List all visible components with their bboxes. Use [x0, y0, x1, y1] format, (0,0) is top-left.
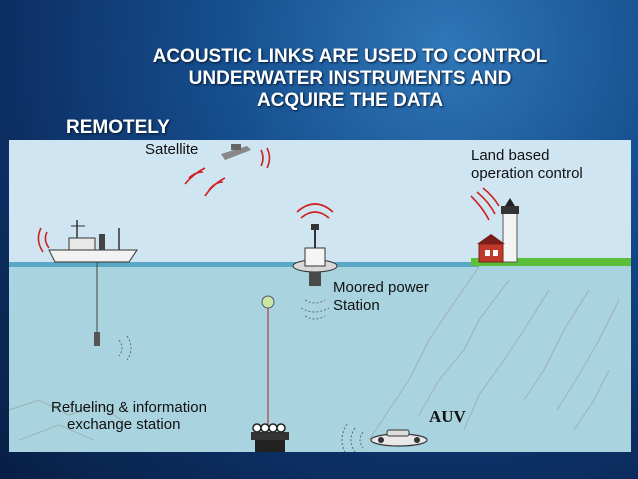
label-land-line1: Land based [471, 147, 549, 164]
refueling-station-icon [251, 424, 289, 452]
sea-surface [9, 262, 479, 267]
label-satellite: Satellite [145, 141, 198, 158]
mooring-float-icon [262, 296, 274, 308]
label-refuel-line1: Refueling & information [51, 399, 207, 416]
label-moored-line1: Moored power [333, 279, 429, 296]
ship-instrument-icon [94, 332, 100, 346]
label-auv: AUV [429, 407, 467, 426]
slide-title: ACOUSTIC LINKS ARE USED TO CONTROL UNDER… [110, 46, 590, 112]
acoustic-network-diagram: Satellite Land based operation control [9, 140, 631, 452]
title-line-3: ACQUIRE THE DATA [110, 90, 590, 112]
label-refuel-line2: exchange station [67, 416, 180, 433]
title-line-1: ACOUSTIC LINKS ARE USED TO CONTROL [110, 46, 590, 68]
label-moored-line2: Station [333, 297, 380, 314]
title-line-2: UNDERWATER INSTRUMENTS AND [110, 68, 590, 90]
label-land-line2: operation control [471, 165, 583, 182]
slide-subtitle: REMOTELY [66, 117, 170, 139]
